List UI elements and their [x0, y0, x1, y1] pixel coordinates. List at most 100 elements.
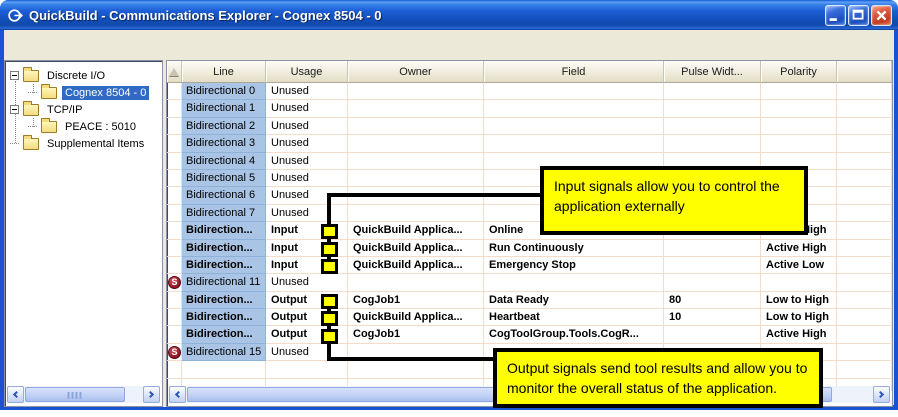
cell-owner: QuickBuild Applica... [348, 239, 484, 257]
column-header-label: Owner [399, 65, 432, 78]
cell-field [484, 274, 664, 292]
cell-spare [837, 117, 892, 136]
tree-item-discrete-i-o[interactable]: Discrete I/O [5, 66, 162, 84]
cell-spare [837, 361, 892, 379]
list-icon [101, 35, 117, 52]
transfer-button[interactable] [66, 32, 90, 56]
validate-button[interactable] [35, 32, 59, 56]
cell-owner [348, 83, 484, 101]
cell-owner [348, 100, 484, 118]
cell-pulse_width [664, 239, 761, 257]
scroll-right-button[interactable] [873, 386, 890, 403]
connect-button[interactable] [4, 32, 28, 56]
cell-polarity: Active High [761, 239, 837, 257]
cell-usage: Unused [266, 169, 348, 188]
scroll-right-button[interactable] [143, 386, 160, 403]
tree-collapse-icon[interactable] [10, 105, 19, 114]
cell-polarity: Active High [761, 326, 837, 344]
cell-line: Bidirectional 3 [182, 135, 266, 153]
tree-collapse-icon[interactable] [10, 71, 19, 80]
cell-polarity [761, 83, 837, 101]
folder-icon [41, 83, 57, 99]
tree-item-tcp-ip[interactable]: TCP/IP [5, 100, 162, 118]
scroll-left-button[interactable] [169, 386, 186, 403]
cell-gutter [167, 222, 182, 240]
chevron-left-icon [174, 390, 183, 399]
cell-owner [348, 152, 484, 170]
cell-owner: QuickBuild Applica... [348, 222, 484, 240]
cell-owner [348, 169, 484, 188]
cell-spare [837, 222, 892, 240]
transfer-grid-icon [70, 36, 87, 52]
column-header-line[interactable]: Line [182, 61, 266, 83]
signal-line-square-icon [321, 259, 338, 274]
cell-spare [837, 291, 892, 310]
column-header-usage[interactable]: Usage [266, 61, 348, 83]
cell-line: Bidirection... [182, 222, 266, 240]
cell-owner [348, 135, 484, 153]
maximize-button[interactable] [848, 4, 869, 26]
cell-usage [266, 378, 348, 391]
cell-gutter: S [167, 274, 182, 292]
cell-owner [348, 361, 484, 379]
cell-spare [837, 274, 892, 292]
list-view-button[interactable] [97, 32, 121, 56]
panel-splitter[interactable] [163, 60, 166, 407]
cell-polarity: Low to High [761, 291, 837, 310]
supplemental-icon: S [168, 275, 181, 289]
cell-pulse_width: 10 [664, 309, 761, 327]
scroll-thumb[interactable] [25, 387, 125, 402]
column-header-field[interactable]: Field [484, 61, 664, 83]
cell-gutter [167, 239, 182, 257]
cell-usage: Unused [266, 117, 348, 136]
signal-line-square-icon [321, 293, 338, 309]
cell-line: Bidirection... [182, 326, 266, 344]
maximize-icon [852, 9, 864, 20]
cell-polarity [761, 100, 837, 118]
minimize-button[interactable] [825, 4, 846, 26]
cell-field: Data Ready [484, 291, 664, 310]
cell-pulse_width [664, 326, 761, 344]
cell-gutter [167, 309, 182, 327]
tree-item-label: Cognex 8504 - 0 [62, 85, 150, 100]
cell-pulse_width [664, 274, 761, 292]
column-header-spare[interactable] [837, 61, 892, 83]
folder-icon [23, 100, 39, 116]
cell-spare [837, 152, 892, 170]
help-button[interactable]: ? [128, 32, 152, 56]
column-header-owner[interactable]: Owner [348, 61, 484, 83]
cell-usage: Unused [266, 83, 348, 101]
cell-pulse_width: 80 [664, 291, 761, 310]
cell-owner: QuickBuild Applica... [348, 256, 484, 275]
minimize-icon [829, 17, 837, 21]
cell-pulse_width [664, 83, 761, 101]
tree-item-peace-5010[interactable]: PEACE : 5010 [5, 117, 162, 135]
cell-field [484, 100, 664, 118]
cell-line: Bidirectional 15 [182, 343, 266, 362]
cell-spare [837, 100, 892, 118]
column-header-gutter[interactable] [167, 61, 182, 83]
scroll-left-button[interactable] [7, 386, 24, 403]
cell-owner [348, 274, 484, 292]
cell-line: Bidirectional 5 [182, 169, 266, 188]
column-header-pulse_width[interactable]: Pulse Widt... [664, 61, 761, 83]
column-header-polarity[interactable]: Polarity [761, 61, 837, 83]
cell-gutter [167, 169, 182, 188]
close-button[interactable] [871, 4, 892, 26]
tree-item-supplemental-items[interactable]: Supplemental Items [5, 134, 162, 152]
tree-item-cognex-8504-0[interactable]: Cognex 8504 - 0 [5, 83, 162, 101]
